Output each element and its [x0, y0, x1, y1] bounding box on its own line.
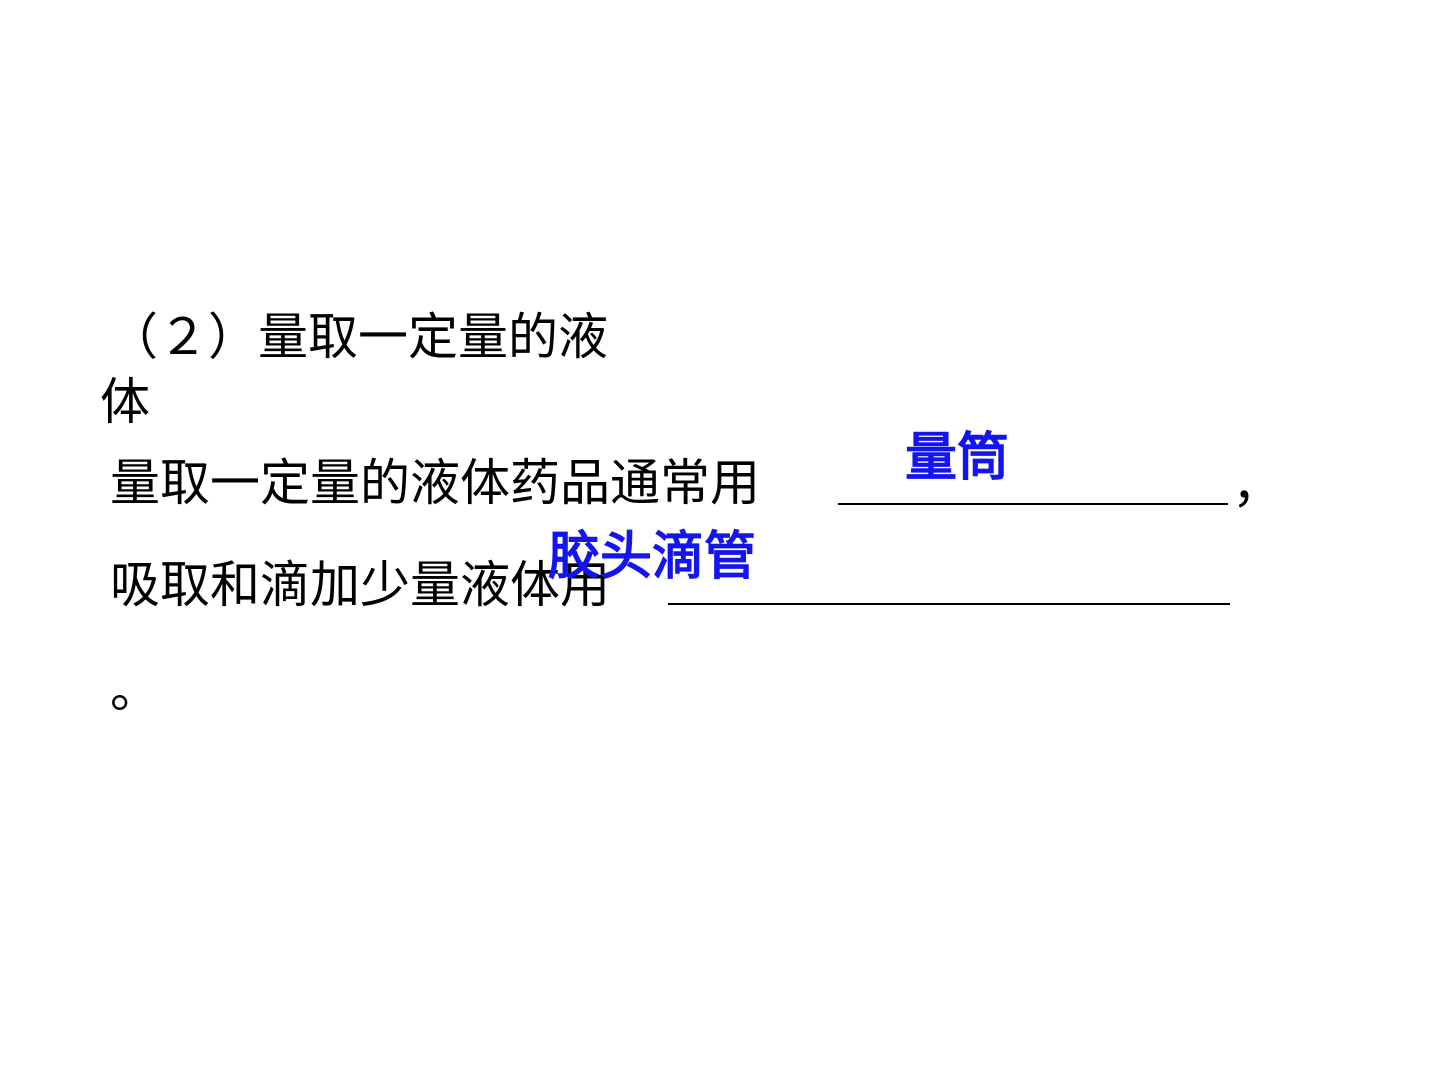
question-line1-text: 量取一定量的液体药品通常用 — [110, 454, 760, 512]
section-heading-line2: 体 — [100, 373, 150, 431]
answer-blank-2 — [668, 603, 1230, 605]
question-line1-comma: ， — [1232, 456, 1282, 514]
section-heading-line1: （２）量取一定量的液 — [108, 308, 608, 366]
answer-rubber-dropper: 胶头滴管 — [548, 527, 757, 587]
answer-measuring-cylinder: 量筒 — [905, 428, 1010, 488]
question-line2-text: 吸取和滴加少量液体用 — [110, 556, 610, 614]
answer-blank-1 — [838, 503, 1228, 505]
question-line3-period: 。 — [110, 661, 160, 719]
